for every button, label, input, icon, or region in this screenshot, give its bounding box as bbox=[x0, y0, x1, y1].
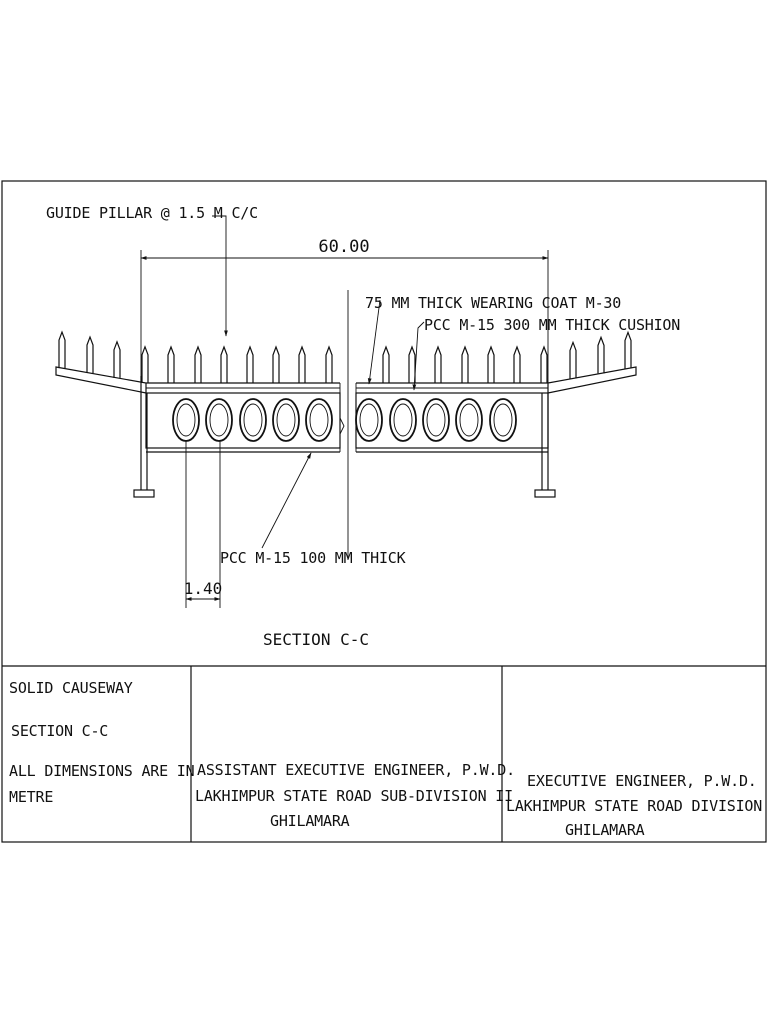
hume-pipe bbox=[205, 398, 233, 442]
guide-pillar bbox=[298, 345, 306, 383]
break-line-left bbox=[339, 383, 345, 452]
hume-pipe bbox=[172, 398, 200, 442]
hume-pipe bbox=[455, 398, 483, 442]
guide-pillar bbox=[408, 345, 416, 383]
guide-pillar-label: GUIDE PILLAR @ 1.5 M C/C bbox=[46, 204, 258, 222]
right-footing bbox=[534, 489, 556, 498]
title-project-name: SOLID CAUSEWAY bbox=[9, 679, 133, 697]
asst-engineer-place: GHILAMARA bbox=[270, 812, 350, 830]
guide-pillar bbox=[434, 345, 442, 383]
causeway-body-left bbox=[145, 392, 341, 449]
title-block: SOLID CAUSEWAY SECTION C-C ALL DIMENSION… bbox=[9, 679, 762, 839]
overall-dimension-text: 60.00 bbox=[318, 237, 369, 257]
guide-pillar bbox=[461, 345, 469, 383]
title-units-note-2: METRE bbox=[9, 788, 53, 806]
wearing-coat-leader bbox=[367, 299, 381, 385]
guide-pillar bbox=[597, 335, 605, 374]
guide-pillar bbox=[624, 330, 632, 369]
left-footing bbox=[133, 489, 155, 498]
guide-pillar bbox=[246, 345, 254, 383]
hume-pipe bbox=[389, 398, 417, 442]
wearing-coat-label: 75 MM THICK WEARING COAT M-30 bbox=[365, 294, 621, 312]
hume-pipe bbox=[305, 398, 333, 442]
hume-pipe bbox=[272, 398, 300, 442]
annotations: 60.00 GUIDE PILLAR @ 1.5 M C/C 75 MM THI… bbox=[46, 204, 680, 649]
pipe-row bbox=[172, 398, 517, 442]
cushion-leader bbox=[412, 321, 425, 391]
base-label: PCC M-15 100 MM THICK bbox=[220, 549, 406, 567]
guide-pillar bbox=[194, 345, 202, 383]
guide-pillar bbox=[113, 340, 121, 378]
guide-pillar-row bbox=[58, 330, 632, 383]
guide-pillar bbox=[382, 345, 390, 383]
right-approach-slab bbox=[547, 366, 637, 394]
guide-pillar bbox=[167, 345, 175, 383]
title-section-name: SECTION C-C bbox=[11, 722, 108, 740]
exec-engineer-title: EXECUTIVE ENGINEER, P.W.D. bbox=[527, 772, 757, 790]
guide-pillar bbox=[513, 345, 521, 383]
cushion-label: PCC M-15 300 MM THICK CUSHION bbox=[424, 316, 680, 334]
exec-engineer-office: LAKHIMPUR STATE ROAD DIVISION bbox=[506, 797, 762, 815]
title-units-note-1: ALL DIMENSIONS ARE IN bbox=[9, 762, 195, 780]
left-approach-slab bbox=[55, 366, 147, 394]
guide-pillar-leader bbox=[212, 215, 228, 337]
pipe-dimension-text: 1.40 bbox=[184, 579, 223, 598]
guide-pillar bbox=[220, 345, 228, 383]
causeway-section bbox=[55, 290, 637, 560]
guide-pillar bbox=[86, 335, 94, 374]
hume-pipe bbox=[355, 398, 383, 442]
guide-pillar bbox=[272, 345, 280, 383]
asst-engineer-office: LAKHIMPUR STATE ROAD SUB-DIVISION II bbox=[195, 787, 513, 805]
hume-pipe bbox=[422, 398, 450, 442]
base-leader bbox=[261, 452, 312, 549]
exec-engineer-place: GHILAMARA bbox=[565, 821, 645, 839]
hume-pipe bbox=[489, 398, 517, 442]
guide-pillar bbox=[58, 330, 66, 369]
causeway-body-right bbox=[355, 392, 549, 449]
guide-pillar bbox=[540, 345, 548, 383]
drawing-frame bbox=[1, 180, 767, 843]
guide-pillar bbox=[325, 345, 333, 383]
guide-pillar bbox=[487, 345, 495, 383]
guide-pillar bbox=[569, 340, 577, 379]
guide-pillar bbox=[141, 345, 149, 383]
hume-pipe bbox=[239, 398, 267, 442]
section-title: SECTION C-C bbox=[263, 630, 369, 649]
asst-engineer-title: ASSISTANT EXECUTIVE ENGINEER, P.W.D. bbox=[197, 761, 515, 779]
